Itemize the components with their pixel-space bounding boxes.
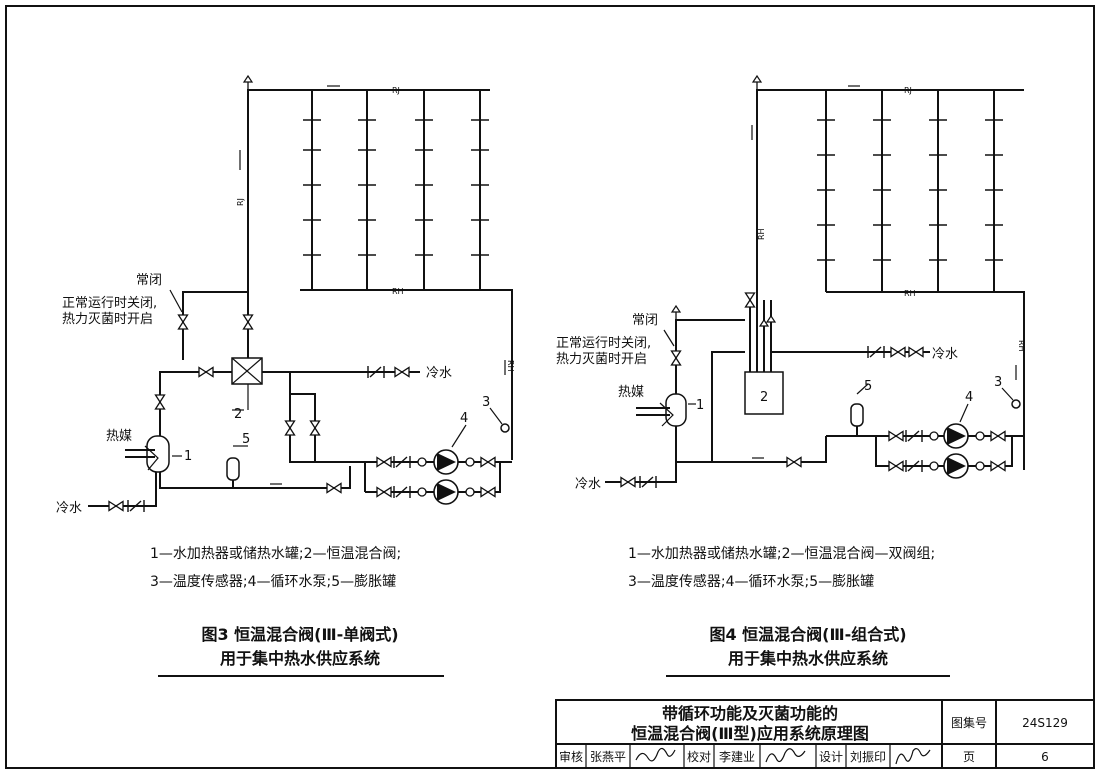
- fig4-heat-medium-label: 热媒: [618, 385, 644, 400]
- checker-name: 李建业: [719, 749, 755, 764]
- fig3-label-3: 3: [482, 395, 490, 410]
- fig3-label-4: 4: [460, 411, 468, 426]
- fig4-pipe-rj-label: RJ: [904, 86, 912, 95]
- fig3-temperature-sensor: [500, 423, 510, 433]
- fig4-temperature-sensor: [1011, 399, 1021, 409]
- fig3-pipe-rh-label: RH: [392, 287, 404, 296]
- fig3-heat-medium-label: 热媒: [106, 429, 132, 444]
- fig4-note-line2: 热力灭菌时开启: [556, 352, 647, 367]
- fig4-note-line1: 正常运行时关闭,: [556, 336, 651, 351]
- fig4-legend-line2: 3—温度传感器;4—循环水泵;5—膨胀罐: [628, 573, 874, 590]
- fig4-label-5: 5: [864, 379, 872, 394]
- fig3-caption-line2: 用于集中热水供应系统: [220, 649, 380, 668]
- fig4-pipe-rh-label: RH: [904, 289, 916, 298]
- fig4-expansion-tank: [850, 403, 864, 427]
- fig3-note-line1: 正常运行时关闭,: [62, 296, 157, 311]
- fig3-normally-closed-label: 常闭: [136, 273, 162, 288]
- designer-name: 刘振印: [850, 750, 886, 764]
- fig4-normally-closed-label: 常闭: [632, 313, 658, 328]
- fig3-cold-water-label: 冷水: [426, 366, 452, 381]
- fig4-pump-group: [826, 423, 1024, 479]
- fig3-expansion-tank: [226, 457, 240, 481]
- fig4-label-1: 1: [696, 398, 704, 413]
- fig3-label-5: 5: [242, 432, 250, 447]
- fig4-mixing-valve-group: [744, 371, 784, 415]
- fig3-pipe-rj-vertical-label: RJ: [236, 198, 245, 206]
- sheet-border: [5, 5, 1095, 769]
- fig4-label-4: 4: [965, 390, 973, 405]
- fig4-caption-line1: 图4 恒温混合阀(Ⅲ-组合式): [709, 625, 906, 644]
- designer-signature: [895, 748, 931, 765]
- fig3-pipe-rh-vertical-label: RH: [506, 360, 515, 372]
- fig4-caption-line2: 用于集中热水供应系统: [728, 649, 888, 668]
- fig4-water-heater: [665, 393, 687, 427]
- fig3-pump-group: [364, 449, 512, 505]
- fig4-label-3: 3: [994, 375, 1002, 390]
- title-block: 带循环功能及灭菌功能的 恒温混合阀(Ⅲ型)应用系统原理图 图集号 24S129 …: [555, 699, 1095, 769]
- page-label: 页: [963, 750, 975, 764]
- fig4-cold-water-label: 冷水: [932, 347, 958, 362]
- fig3-caption-line1: 图3 恒温混合阀(Ⅲ-单阀式): [201, 625, 398, 644]
- atlas-number-label: 图集号: [951, 715, 987, 730]
- review-label: 审核: [559, 749, 583, 764]
- checker-signature: [765, 748, 806, 763]
- reviewer-name: 张燕平: [590, 750, 626, 764]
- fig3-cold-water-inlet-label: 冷水: [56, 501, 82, 516]
- fig3-legend-line2: 3—温度传感器;4—循环水泵;5—膨胀罐: [150, 573, 396, 590]
- drawing-title-line2: 恒温混合阀(Ⅲ型)应用系统原理图: [631, 724, 869, 743]
- fig4-pipe-rh-vertical-label: RH: [757, 228, 766, 240]
- fig3-water-heater: [146, 435, 170, 473]
- fig3-risers: [302, 90, 490, 290]
- fig3-label-2: 2: [234, 407, 242, 422]
- fig3-pipe-rj-label: RJ: [392, 86, 400, 95]
- fig3-note-line2: 热力灭菌时开启: [62, 312, 153, 327]
- figure-4-schematic: RH RJ RH RH 2 冷水: [556, 75, 1026, 492]
- design-label: 设计: [819, 750, 843, 764]
- fig4-pipe-rh-vertical-label-2: RH: [1017, 340, 1026, 352]
- fig3-legend-line1: 1—水加热器或储热水罐;2—恒温混合阀;: [150, 546, 401, 562]
- page-number: 6: [1041, 750, 1049, 764]
- check-label: 校对: [687, 749, 711, 764]
- fig3-label-1: 1: [184, 449, 192, 464]
- fig4-risers: [816, 90, 1004, 292]
- fig4-label-2: 2: [760, 390, 768, 405]
- reviewer-signature: [635, 747, 676, 762]
- drawing-title-line1: 带循环功能及灭菌功能的: [662, 704, 838, 723]
- fig4-cold-water-inlet-label: 冷水: [575, 477, 601, 492]
- fig4-legend-line1: 1—水加热器或储热水罐;2—恒温混合阀—双阀组;: [628, 546, 935, 562]
- figure-3-schematic: RJ RJ RH RH 2 1: [56, 75, 515, 516]
- atlas-number: 24S129: [1022, 716, 1068, 730]
